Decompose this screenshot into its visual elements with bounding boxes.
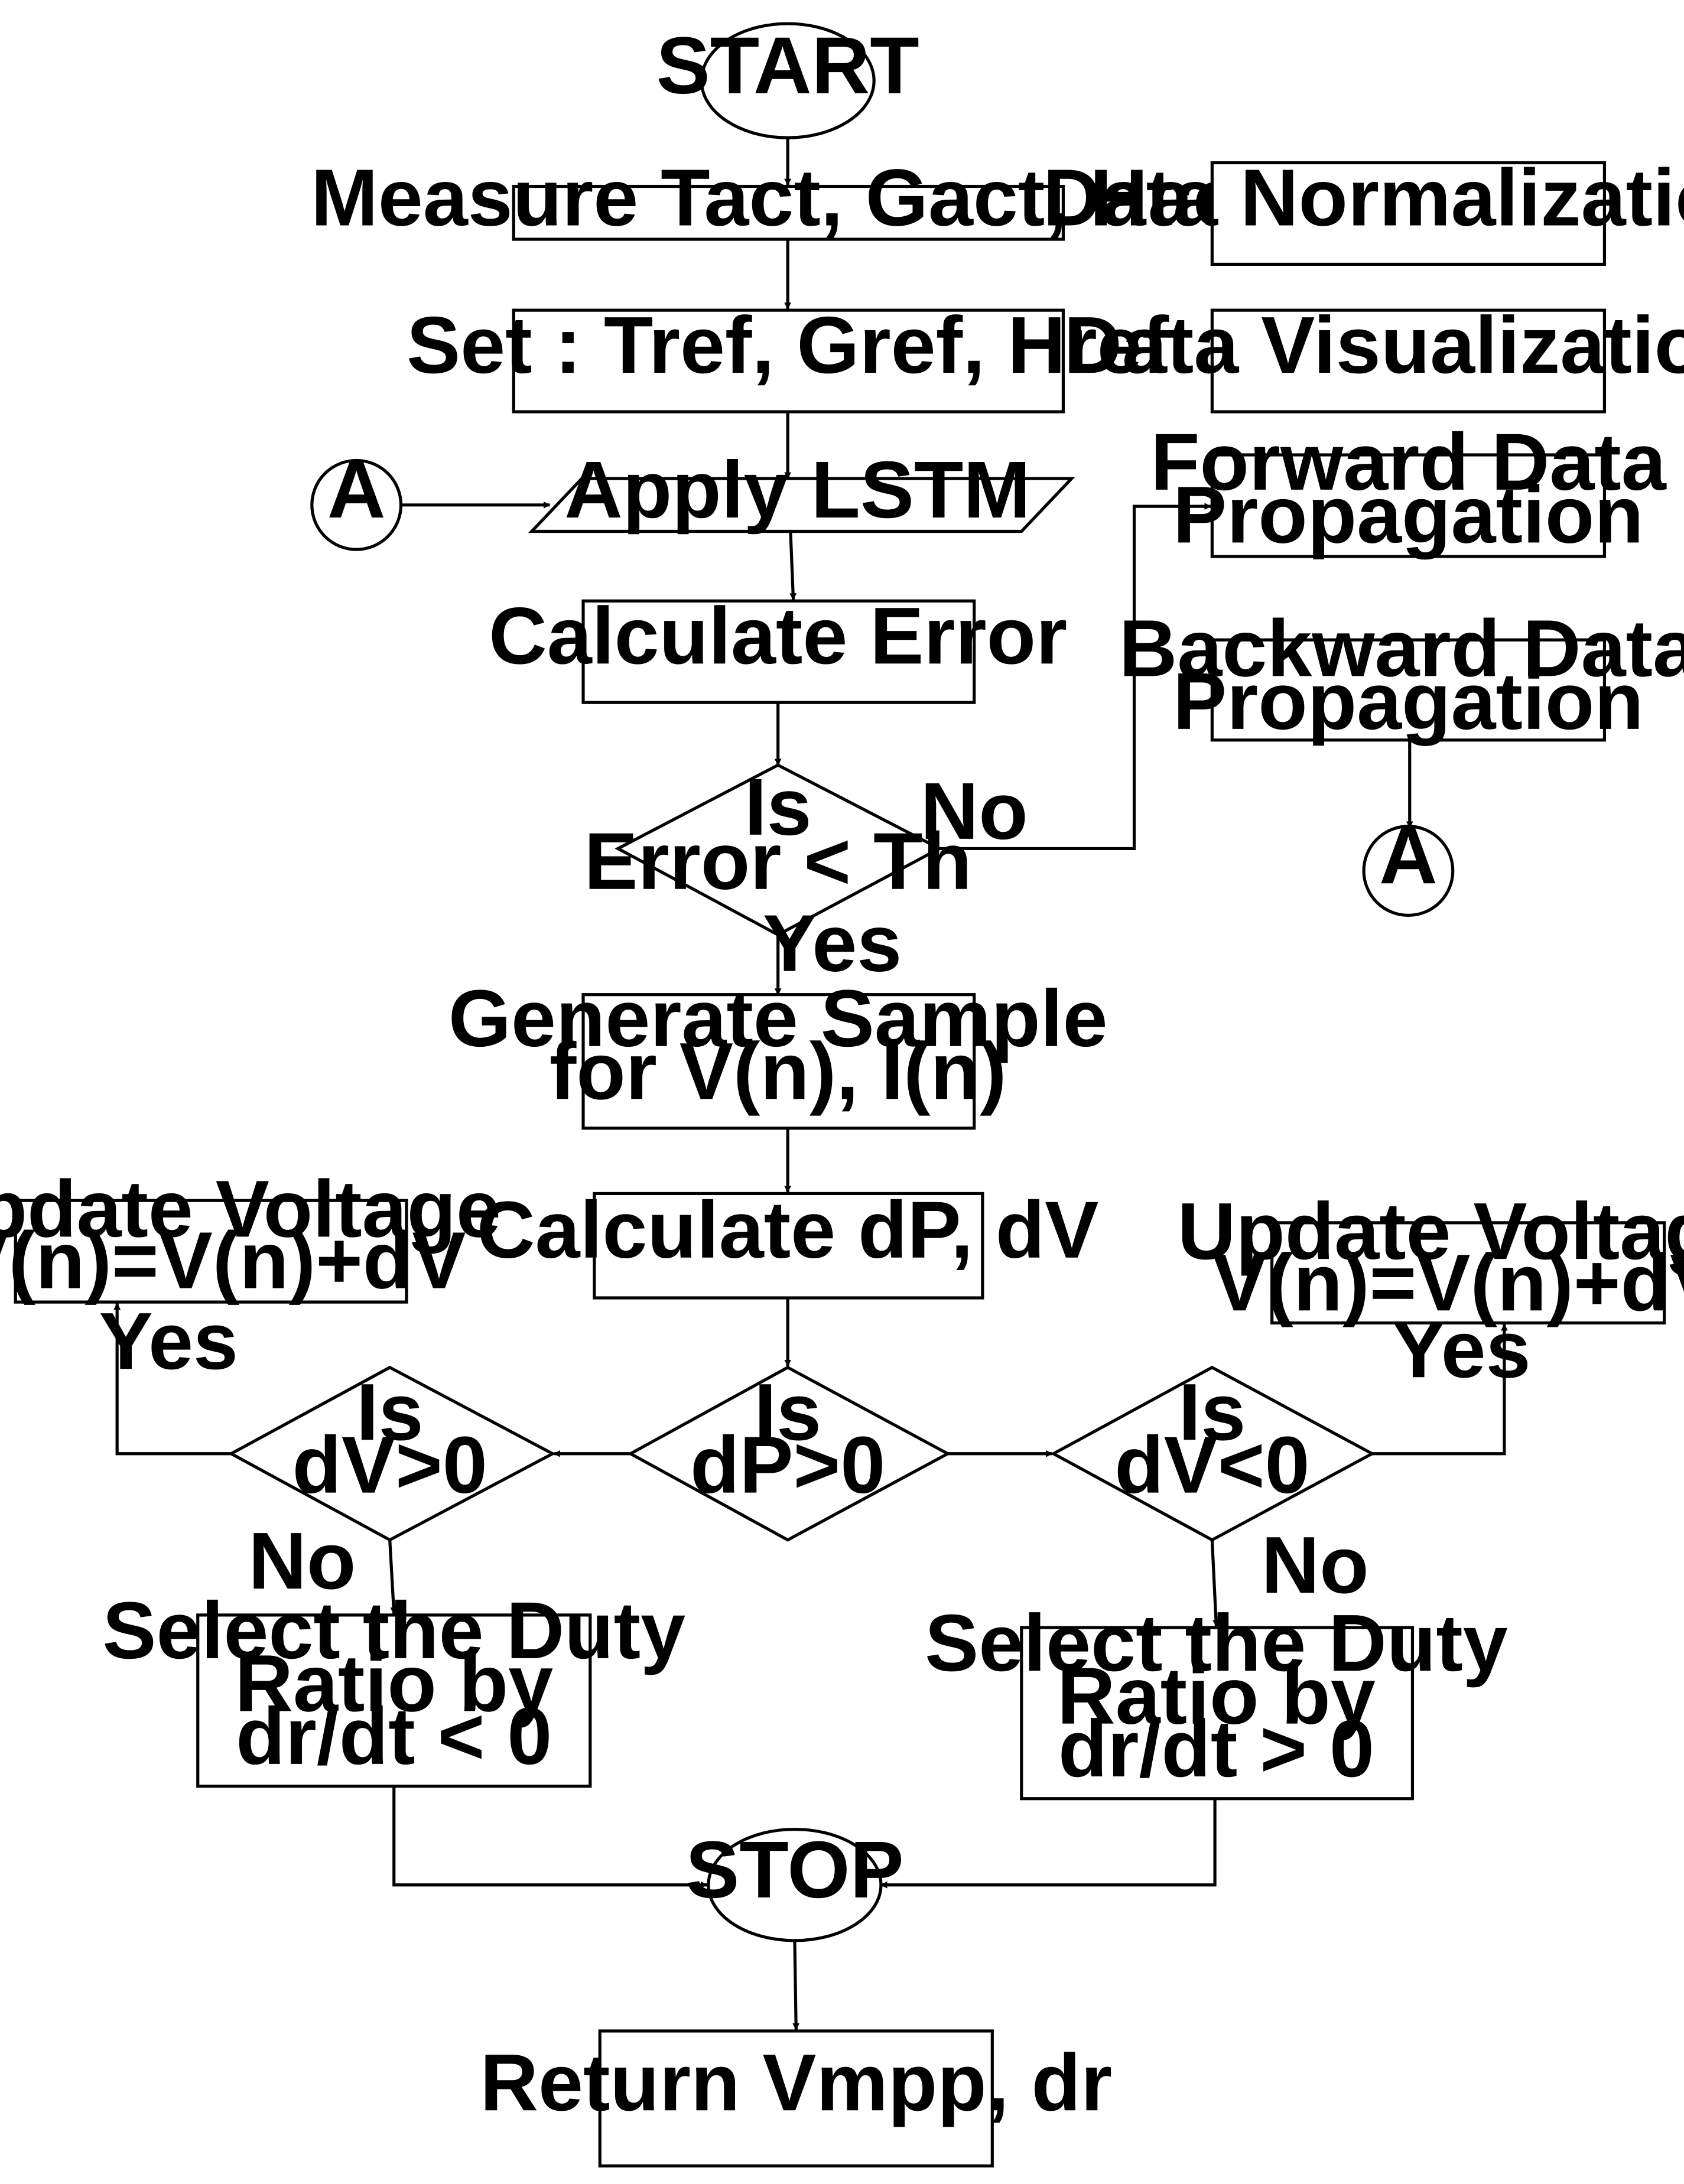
decision-error-line1: Is	[745, 761, 812, 852]
update-voltage-left-box: Update Voltage V(n)=V(n)+dV	[0, 1163, 501, 1305]
connector-a-in: A	[310, 444, 403, 551]
apply-lstm-label: Apply LSTM	[564, 444, 1030, 535]
backward-propagation-box: Backward Data Propagation	[1119, 603, 1684, 746]
edge-label-dv-neg-no: No	[1262, 1519, 1369, 1610]
decision-dp: Is dP>0	[627, 1365, 951, 1542]
decision-error: Is Error < Th	[584, 761, 972, 937]
duty-right-line1: Select the Duty	[925, 1597, 1508, 1688]
duty-right-box: Select the Duty Ratio by dr/dt > 0	[925, 1597, 1508, 1801]
backward-propagation-line2: Propagation	[1173, 656, 1644, 746]
edge-dutyleft-stop	[392, 1786, 708, 1889]
calc-dp-dv-label: Calculate dP, dV	[477, 1184, 1098, 1275]
edge-label-dv-pos-no: No	[248, 1515, 356, 1606]
start-label: START	[656, 20, 919, 110]
measure-box: Measure Tact, Gact, Hact	[311, 152, 1264, 242]
duty-left-line2: Ratio by	[235, 1638, 553, 1728]
decision-dv-neg: Is dV<0	[1050, 1365, 1376, 1542]
calc-error-box: Calculate Error	[489, 590, 1067, 704]
generate-sample-line1: Generate Sample	[448, 973, 1108, 1063]
set-refs-box: Set : Tref, Gref, Href	[407, 300, 1169, 414]
duty-right-line3: dr/dt > 0	[1058, 1703, 1374, 1794]
edge-decision-no-forward	[939, 503, 1212, 851]
update-voltage-right-line2: V(n)=V(n)+dV	[1212, 1237, 1684, 1327]
stop-node: STOP	[685, 1824, 904, 1942]
edge-label-error-yes: Yes	[763, 898, 902, 988]
edge-dvneg-yes-update	[1372, 1323, 1508, 1456]
connector-a-out: A	[1362, 810, 1455, 917]
update-voltage-right-line1: Update Voltage	[1178, 1186, 1684, 1276]
connectors	[113, 139, 1508, 2030]
connector-a-in-label: A	[327, 444, 386, 535]
calc-error-label: Calculate Error	[489, 590, 1067, 681]
edge-dutyright-stop	[880, 1798, 1217, 1889]
measure-label: Measure Tact, Gact, Hact	[311, 152, 1264, 242]
decision-error-line2: Error < Th	[584, 816, 971, 906]
data-normalization-box: Data Normalization	[1043, 152, 1684, 266]
decision-dp-line2: dP>0	[690, 1420, 885, 1510]
apply-lstm-box: Apply LSTM	[528, 444, 1075, 535]
forward-propagation-line1: Forward Data	[1150, 416, 1667, 507]
data-visualization-label: Data Visualization	[1064, 300, 1684, 390]
decision-dv-pos-line2: dV>0	[292, 1420, 487, 1510]
edge-label-dv-pos-yes: Yes	[99, 1296, 238, 1386]
duty-left-line1: Select the Duty	[102, 1585, 685, 1675]
duty-left-line3: dr/dt < 0	[236, 1691, 552, 1781]
update-voltage-right-box: Update Voltage V(n)=V(n)+dV	[1178, 1186, 1684, 1327]
update-voltage-left-line1: Update Voltage	[0, 1163, 501, 1254]
update-voltage-left-line2: V(n)=V(n)+dV	[0, 1215, 466, 1306]
edge-dvpos-yes-update	[113, 1303, 232, 1456]
edge-stop-return	[792, 1940, 800, 2030]
decision-dp-line1: Is	[754, 1366, 821, 1457]
edge-label-error-no: No	[921, 766, 1028, 856]
edge-dvpos-no-duty	[388, 1539, 398, 1615]
edge-lstm-error	[789, 531, 797, 601]
forward-propagation-line2: Propagation	[1173, 469, 1644, 559]
stop-label: STOP	[685, 1824, 903, 1915]
decision-dv-neg-line1: Is	[1178, 1366, 1246, 1457]
edge-dvneg-no-duty	[1210, 1539, 1220, 1627]
generate-sample-box: Generate Sample for V(n), I(n)	[448, 973, 1108, 1130]
forward-propagation-box: Forward Data Propagation	[1150, 416, 1667, 559]
return-box: Return Vmpp, dr	[480, 2029, 1112, 2167]
decision-dv-neg-line2: dV<0	[1114, 1420, 1309, 1510]
duty-right-line2: Ratio by	[1057, 1651, 1376, 1741]
return-label: Return Vmpp, dr	[480, 2037, 1112, 2127]
set-refs-label: Set : Tref, Gref, Href	[407, 300, 1169, 390]
data-visualization-box: Data Visualization	[1064, 300, 1684, 414]
data-normalization-label: Data Normalization	[1043, 152, 1684, 242]
decision-dv-pos-line1: Is	[356, 1366, 424, 1457]
generate-sample-line2: for V(n), I(n)	[550, 1026, 1007, 1116]
decision-dv-pos: Is dV>0	[227, 1365, 556, 1542]
start-node: START	[656, 20, 919, 139]
calc-dp-dv-box: Calculate dP, dV	[477, 1184, 1098, 1300]
backward-propagation-line1: Backward Data	[1119, 603, 1684, 693]
connector-a-out-label: A	[1379, 810, 1438, 900]
duty-left-box: Select the Duty Ratio by dr/dt < 0	[102, 1585, 685, 1788]
